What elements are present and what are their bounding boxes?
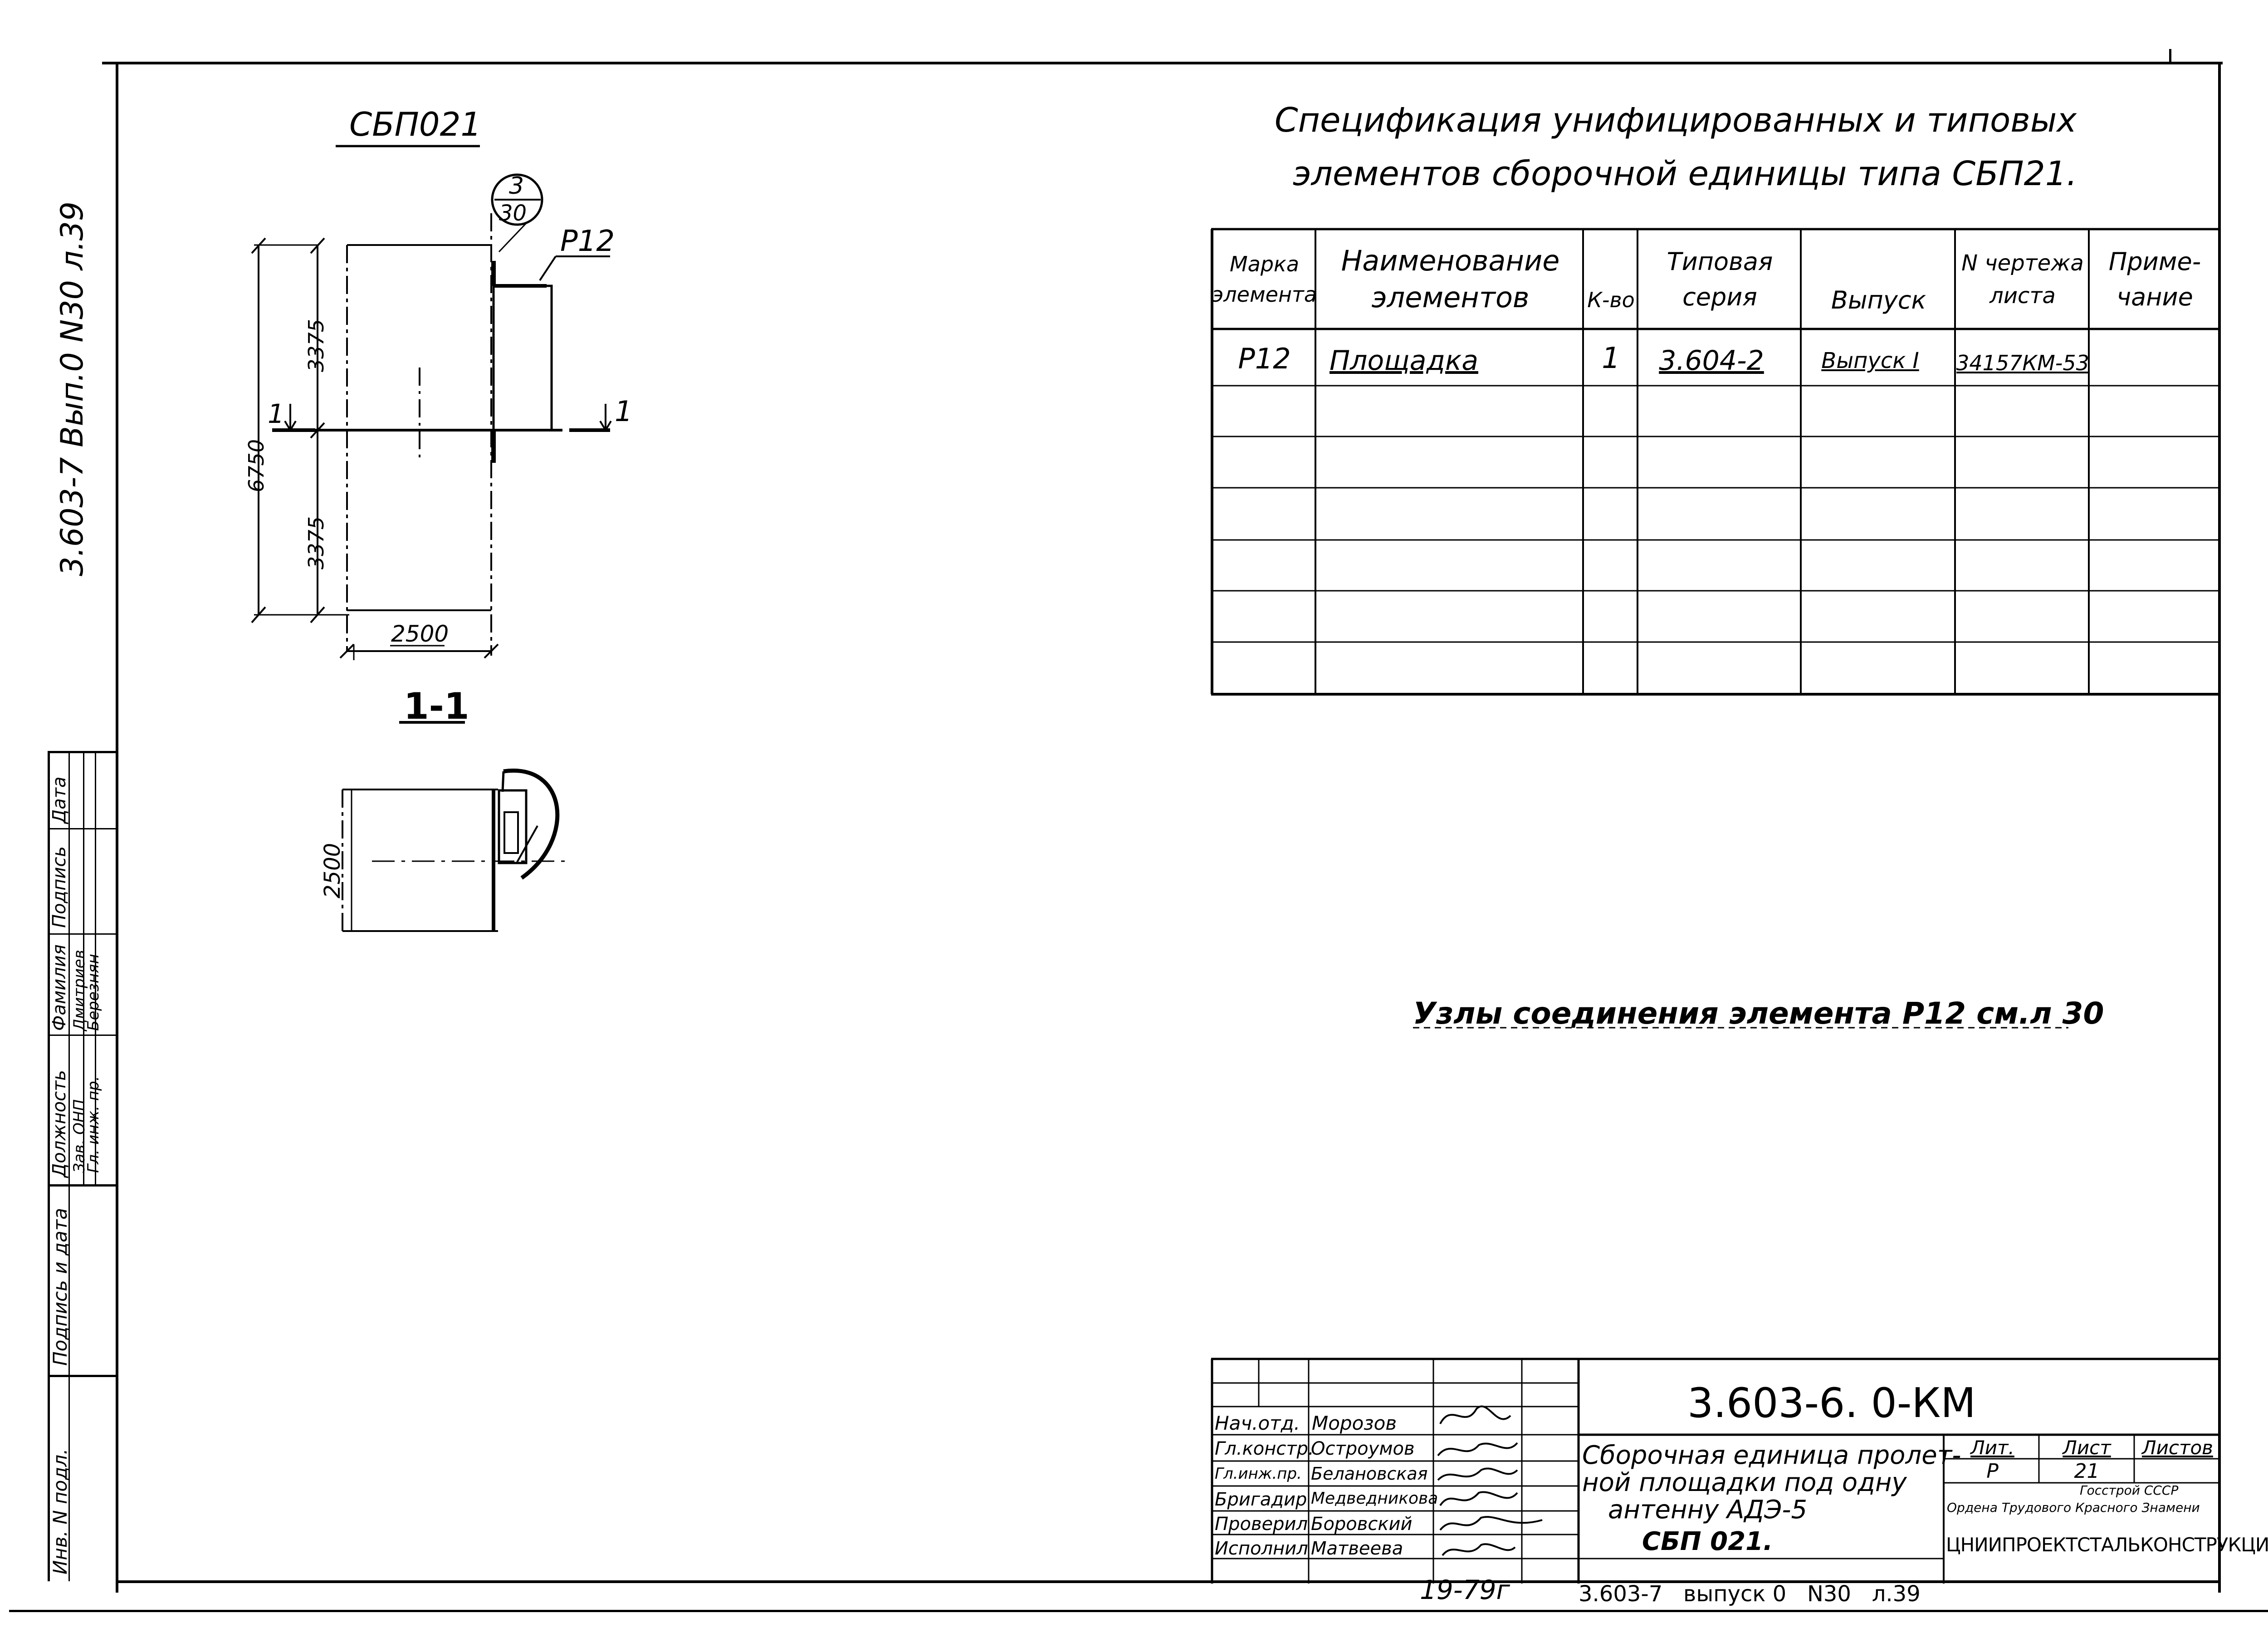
spec-row-drawing-no: 34157КМ-53: [1956, 351, 2089, 375]
name-4: Медведникова: [1311, 1489, 1438, 1508]
sheets-label: Листов: [2142, 1437, 2213, 1458]
name-5: Боровский: [1311, 1514, 1413, 1535]
sheet-value: 21: [2074, 1460, 2100, 1482]
spec-row-note: [2090, 338, 2219, 383]
section-right-label: 1: [615, 395, 633, 428]
dim-width-label: 2500: [391, 621, 449, 647]
description-line3: антенну АДЭ-5: [1608, 1495, 1808, 1525]
assembly-mark-label: СБП021: [349, 105, 482, 143]
section-left-label: 1: [268, 398, 284, 429]
lit-value: Р: [1986, 1460, 1999, 1482]
spec-header-drawing-no: N чертежа листа: [1961, 250, 2084, 309]
signature-scribbles: [1437, 1405, 1543, 1556]
spec-title-line2: элементов сборочной единицы типа СБП21.: [1293, 154, 2077, 193]
spec-row-issue: Выпуск I: [1821, 348, 1919, 373]
role-2: Гл.констр.: [1215, 1438, 1314, 1459]
description-line2: ной площадки под одну: [1582, 1468, 1907, 1497]
sheet-label: Лист: [2063, 1437, 2111, 1458]
org-line1: Госстрой СССР: [2080, 1483, 2179, 1498]
footer-reference: 3.603-7 выпуск 0 N30 л.39: [1579, 1581, 1921, 1607]
frame-top-line: [102, 62, 2223, 64]
org-line2: Ордена Трудового Красного Знамени: [1947, 1500, 2200, 1515]
element-p12-rect: [492, 284, 553, 432]
section-dim-label: 2500: [320, 843, 345, 898]
spec-header-name: Наименование элементов: [1341, 244, 1560, 314]
description-line4: СБП 021.: [1642, 1527, 1773, 1556]
spec-title-line1: Спецификация унифицированных и типовых: [1275, 101, 2077, 140]
role-6: Исполнил: [1215, 1538, 1308, 1559]
name-2: Остроумов: [1311, 1438, 1415, 1459]
callout-bottom-number: 30: [499, 201, 527, 226]
dim-total-label: 6750: [244, 439, 269, 492]
callout-top-number: 3: [509, 172, 524, 200]
left-approval-stamp: [48, 751, 118, 1581]
spec-header-series: Типовая серия: [1667, 247, 1773, 311]
frame-bottom-line: [116, 1580, 2220, 1583]
lit-label: Лит.: [1970, 1437, 2014, 1458]
railing-arc: [503, 768, 560, 880]
role-1: Нач.отд.: [1215, 1412, 1300, 1434]
callout-circle: [491, 173, 543, 226]
sheets-value: [2136, 1460, 2219, 1482]
spec-table-grid: [1211, 228, 2220, 696]
description-line1: Сборочная единица пролет-: [1582, 1441, 1961, 1470]
section-title: 1-1: [404, 685, 469, 727]
spec-header-mark: Марка элемента: [1213, 252, 1315, 307]
org-line3: ЦНИИПРОЕКТСТАЛЬКОНСТРУКЦИЯ: [1946, 1534, 2268, 1556]
document-code: 3.603-6. 0-КМ: [1687, 1379, 1976, 1427]
role-4: Бригадир: [1215, 1489, 1307, 1510]
spec-row-mark: Р12: [1238, 342, 1291, 375]
name-1: Морозов: [1312, 1412, 1397, 1434]
role-3: Гл.инж.пр.: [1215, 1465, 1302, 1483]
frame-right-line: [2218, 64, 2221, 1593]
element-p12-label: Р12: [560, 225, 615, 258]
connection-note: Узлы соединения элемента Р12 см.л 30: [1413, 996, 2104, 1031]
spec-header-issue: Выпуск: [1831, 285, 1926, 314]
dim-lower-label: 3375: [304, 516, 328, 569]
name-6: Матвеева: [1311, 1538, 1403, 1559]
title-block-grid: [1211, 1358, 2220, 1584]
frame-top-tick: [2169, 49, 2171, 62]
role-5: Проверил: [1215, 1514, 1308, 1535]
page-bottom-rule: [9, 1610, 2268, 1612]
footer-date: 19-79г: [1420, 1574, 1510, 1605]
spec-row-series: 3.604-2: [1659, 345, 1764, 377]
spec-row-qty: 1: [1602, 342, 1620, 375]
name-3: Белановская: [1311, 1464, 1428, 1484]
dim-upper-label: 3375: [304, 319, 328, 372]
spec-header-note: Приме- чание: [2108, 247, 2201, 311]
spec-row-name: Площадка: [1330, 345, 1478, 377]
spec-header-qty: К-во: [1587, 288, 1635, 312]
